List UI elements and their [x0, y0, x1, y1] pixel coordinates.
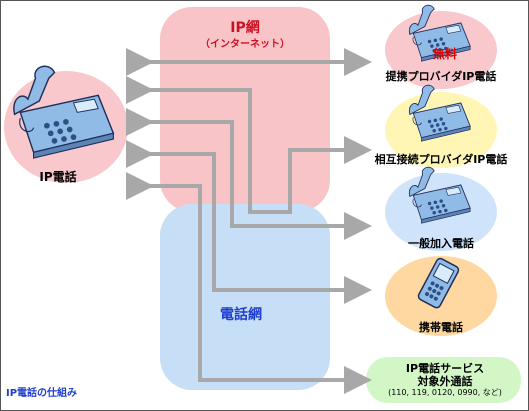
ip-network-title: IP網: [230, 20, 260, 36]
ip-service-note: (110, 119, 0120, 0990, など): [388, 388, 502, 397]
phone-network-title: 電話網: [220, 307, 262, 323]
ip-network-subtitle: （インターネット）: [200, 39, 290, 50]
phone-network-area: [160, 204, 330, 390]
free-badge: 無料: [432, 47, 457, 61]
mobile-phone-icon: [417, 257, 460, 309]
arrow-service: [126, 172, 372, 394]
ip-service-title: IP電話サービス: [405, 362, 485, 375]
partner-ip-phone-label: 提携プロバイダIP電話: [385, 70, 497, 83]
general-line-label: 一般加入電話: [408, 237, 474, 250]
diagram-caption: IP電話の仕組み: [6, 388, 78, 399]
mutual-ip-phone-label: 相互接続プロバイダIP電話: [374, 153, 508, 166]
service-bubble: [366, 357, 521, 403]
mobile-phone-label: 携帯電話: [419, 321, 463, 334]
ip-service-subtitle: 対象外通話: [417, 375, 473, 388]
ip-phone-label: IP電話: [39, 170, 77, 184]
